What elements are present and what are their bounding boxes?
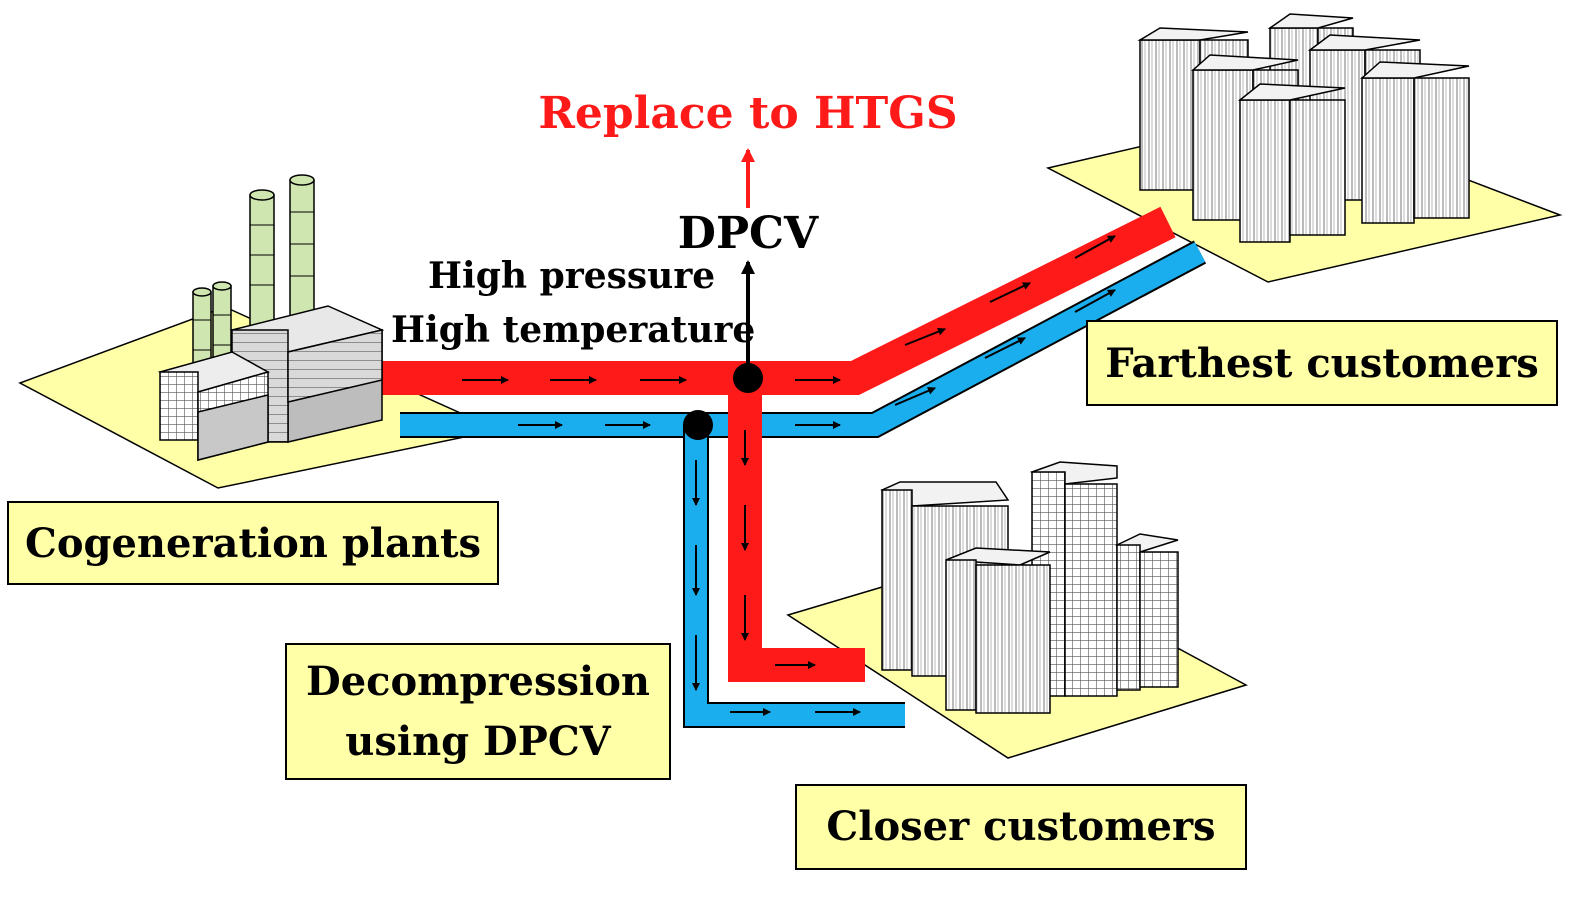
decompression-label-line1: Decompression xyxy=(306,658,650,705)
cogeneration-plants-callout: Cogeneration plants xyxy=(7,501,499,585)
high-temperature-label: High temperature xyxy=(391,309,755,351)
farthest-buildings-icon xyxy=(1137,13,1470,243)
dpcv-junction-return xyxy=(683,410,713,440)
closer-customers-callout: Closer customers xyxy=(795,784,1247,870)
high-pressure-label: High pressure xyxy=(428,255,715,297)
flow-arrows xyxy=(462,235,1116,716)
cogeneration-plants-label: Cogeneration plants xyxy=(25,520,481,567)
farthest-customers-label: Farthest customers xyxy=(1105,340,1539,387)
dpcv-junction-supply xyxy=(733,363,763,393)
dpcv-label: DPCV xyxy=(678,208,819,259)
farthest-customers-callout: Farthest customers xyxy=(1086,320,1558,406)
decompression-callout: Decompression using DPCV xyxy=(285,643,671,780)
closer-customers-label: Closer customers xyxy=(826,803,1215,850)
closer-buildings-icon xyxy=(880,461,1179,714)
supply-pipe xyxy=(380,206,1176,682)
replace-to-htgs-label: Replace to HTGS xyxy=(538,88,957,139)
decompression-label-line2: using DPCV xyxy=(345,718,611,765)
cogeneration-plant-icon xyxy=(157,174,385,461)
